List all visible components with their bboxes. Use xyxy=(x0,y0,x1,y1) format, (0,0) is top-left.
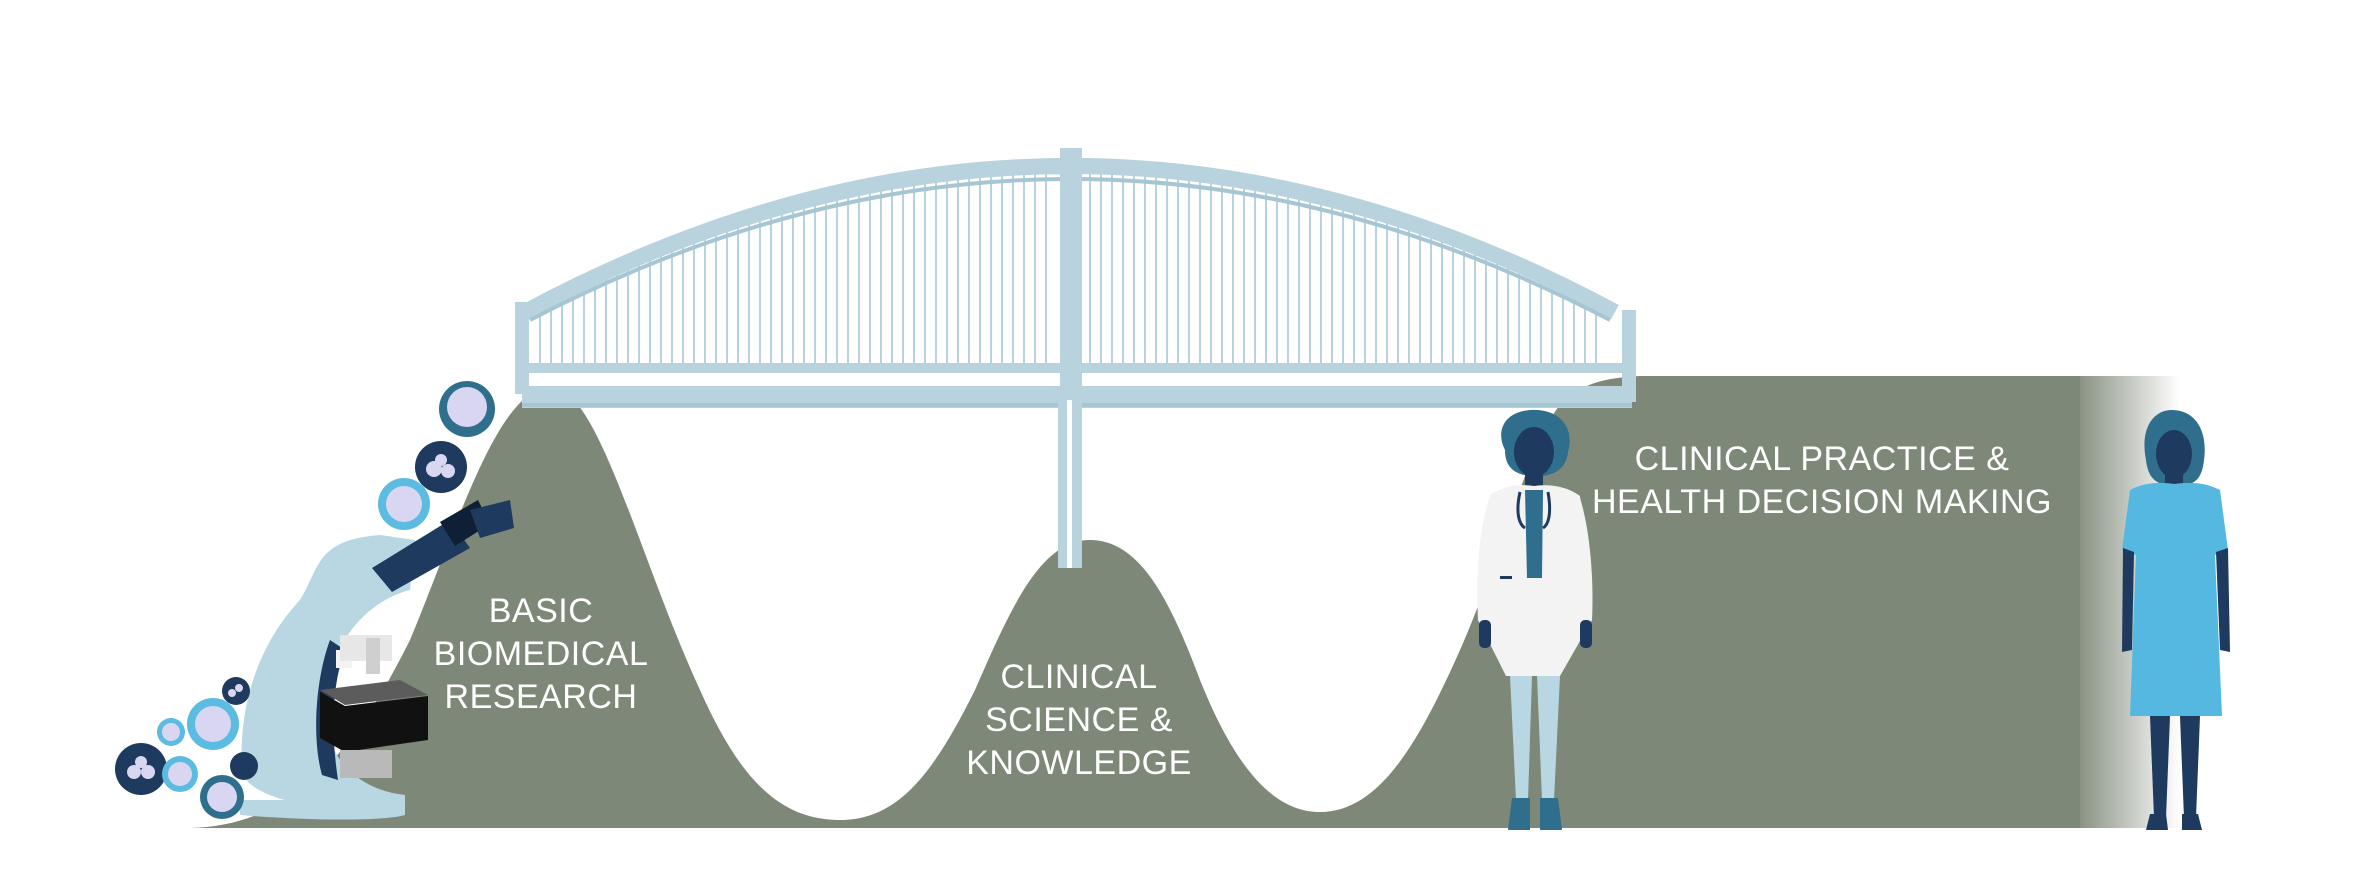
patient-icon xyxy=(2122,410,2230,830)
cell-icon xyxy=(157,718,185,746)
cell-icon xyxy=(230,752,258,780)
microscope-base-shadow xyxy=(240,800,405,820)
bridge-post-left xyxy=(515,302,529,394)
microscope-stage xyxy=(320,692,428,752)
cell-icon xyxy=(115,743,167,795)
doctor-icon xyxy=(1477,409,1593,830)
bridge-deck xyxy=(522,386,1632,408)
patient-legs xyxy=(2150,716,2200,818)
doctor-legs xyxy=(1510,676,1560,800)
bridge-icon xyxy=(515,148,1636,568)
cell-icon xyxy=(222,677,250,705)
bridge-post-right xyxy=(1622,310,1636,402)
patient-arm-left xyxy=(2122,548,2134,652)
label-clinical-practice-line2: HEALTH DECISION MAKING xyxy=(1592,483,2052,521)
bridge-center-tower xyxy=(1060,148,1082,388)
doctor-stethoscope xyxy=(1516,491,1552,530)
label-clinical-science: CLINICAL SCIENCE & KNOWLEDGE xyxy=(966,658,1192,782)
microscope-nosepiece xyxy=(366,638,380,674)
label-clinical-science-line1: CLINICAL xyxy=(1000,658,1157,696)
label-clinical-science-line2: SCIENCE & xyxy=(985,701,1173,739)
cell-icon xyxy=(378,478,430,530)
doctor-pocket xyxy=(1500,576,1512,579)
doctor-arm-right xyxy=(1572,498,1593,622)
patient-gown xyxy=(2122,482,2228,716)
label-basic-research-line2: BIOMEDICAL xyxy=(434,635,649,673)
patient-arm-right xyxy=(2216,548,2230,652)
label-clinical-practice-line1: CLINICAL PRACTICE & xyxy=(1635,440,2010,478)
microscope-stage-top xyxy=(320,680,428,705)
doctor-scrubs xyxy=(1525,490,1543,578)
bridge-support-gap xyxy=(1067,400,1072,568)
cell-icon xyxy=(162,756,198,792)
patient-face xyxy=(2156,430,2192,478)
label-basic-research-line1: BASIC xyxy=(489,592,594,630)
patient-neck xyxy=(2165,472,2183,486)
label-clinical-practice: CLINICAL PRACTICE & HEALTH DECISION MAKI… xyxy=(1592,440,2052,521)
label-clinical-science-line3: KNOWLEDGE xyxy=(966,744,1192,782)
cell-icon xyxy=(439,381,495,437)
cell-icon xyxy=(200,775,244,819)
doctor-arm-left xyxy=(1477,497,1498,622)
doctor-coat xyxy=(1478,485,1592,676)
doctor-neck xyxy=(1525,472,1543,488)
cell-icon xyxy=(187,698,239,750)
cell-icon xyxy=(415,441,467,493)
doctor-hand-left xyxy=(1479,620,1491,648)
microscope-icon xyxy=(240,500,514,820)
label-basic-research-line3: RESEARCH xyxy=(445,678,638,716)
terrain-hills xyxy=(190,376,2080,828)
cells xyxy=(115,381,495,819)
microscope-eyepiece xyxy=(372,500,514,592)
label-basic-research: BASIC BIOMEDICAL RESEARCH xyxy=(434,592,649,716)
doctor-hand-right xyxy=(1580,620,1592,648)
doctor-face xyxy=(1514,427,1554,477)
microscope-stand xyxy=(340,750,392,778)
doctor-shoes xyxy=(1508,798,1562,830)
patient-feet xyxy=(2146,814,2202,830)
